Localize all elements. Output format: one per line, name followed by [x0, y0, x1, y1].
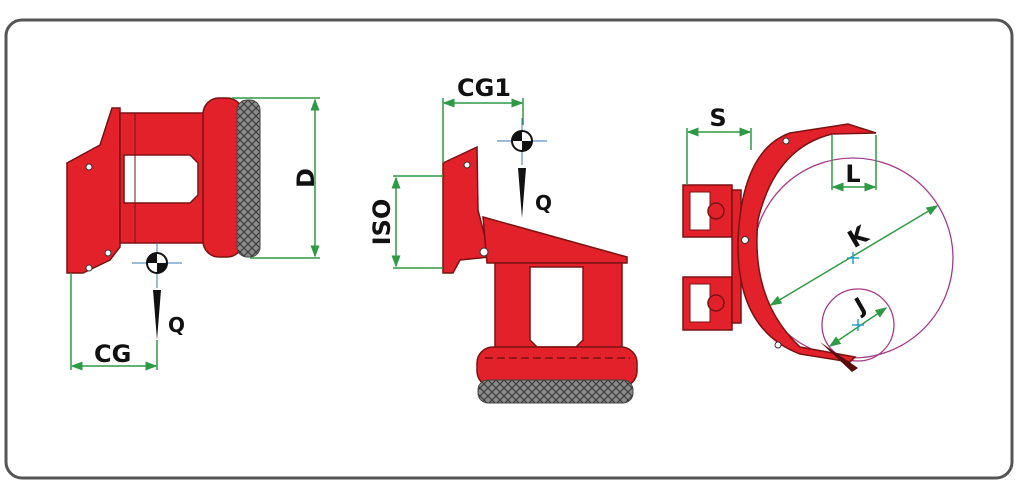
label-d: D [292, 168, 320, 188]
top-view: S L K J [682, 104, 954, 372]
load-arrow-icon [153, 290, 161, 340]
label-l: L [845, 160, 860, 188]
label-q: Q [535, 191, 552, 215]
arm-triangle [482, 215, 628, 264]
pivot-pins [85, 163, 112, 272]
label-iso: ISO [368, 199, 396, 246]
label-s: S [709, 104, 726, 132]
label-cg: CG [94, 340, 131, 368]
front-view: CG1 Q ISO [368, 74, 638, 404]
label-k: K [843, 220, 874, 254]
center-of-gravity-icon [146, 252, 168, 274]
back-plate [66, 107, 121, 274]
load-arrow-icon [518, 168, 526, 218]
center-of-gravity-icon [511, 130, 533, 152]
frame-border [4, 18, 1014, 480]
clamp-arm [737, 123, 877, 363]
pad-tread [477, 379, 634, 404]
label-j: J [849, 293, 870, 320]
back-plate [442, 145, 491, 274]
carriage-brackets [682, 184, 742, 331]
label-cg1: CG1 [457, 74, 511, 102]
side-view: D Q CG [66, 97, 320, 371]
label-q: Q [168, 313, 185, 337]
pad-tread [236, 99, 261, 258]
